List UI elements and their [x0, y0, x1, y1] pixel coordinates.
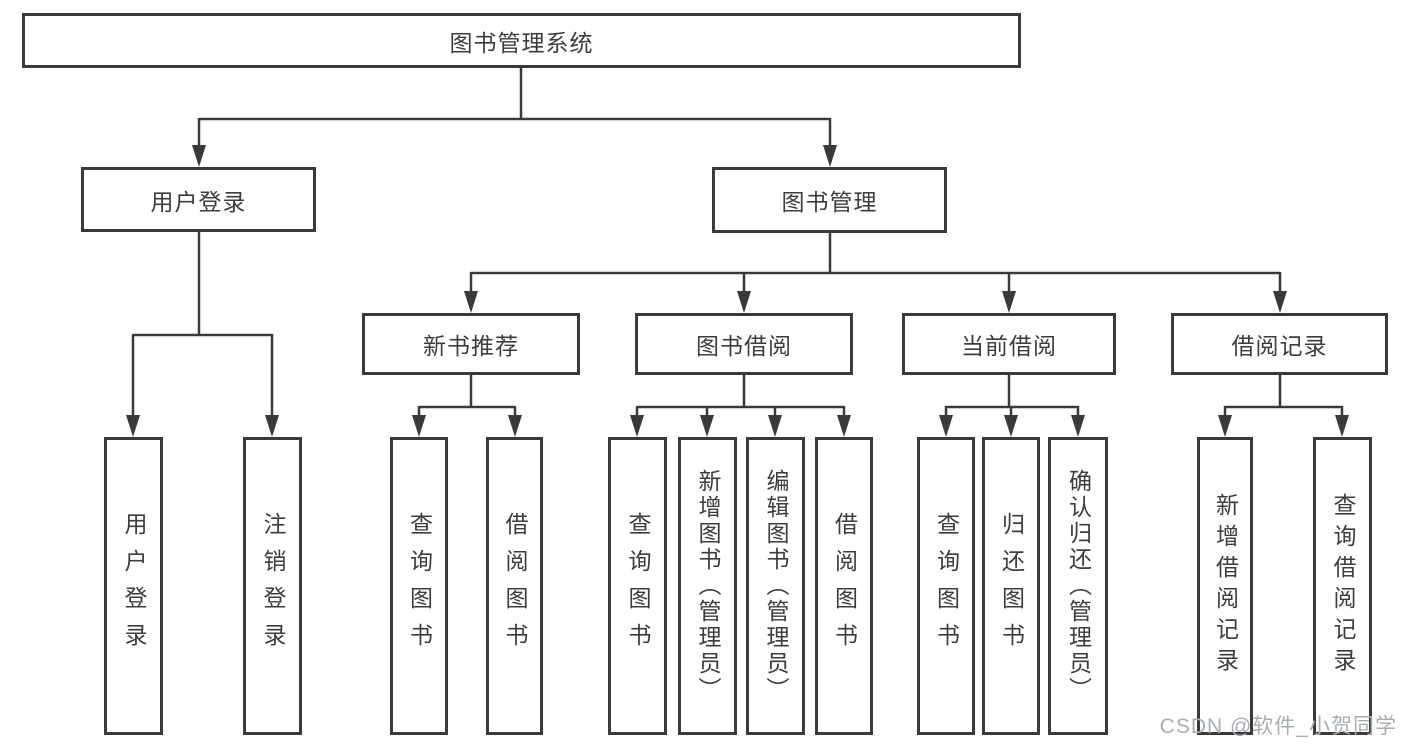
leaf-return-books: 归还图书 — [982, 437, 1040, 735]
leaf-query-books-current: 查询图书 — [917, 437, 975, 735]
leaf-add-borrow-record-label: 新增借阅记录 — [1212, 493, 1239, 679]
node-user-login-label: 用户登录 — [150, 188, 247, 215]
leaf-confirm-return-admin-label: 确认归还（管理员） — [1065, 469, 1092, 703]
leaf-return-books-label: 归还图书 — [998, 512, 1025, 660]
leaf-add-books-admin: 新增图书（管理员） — [678, 437, 737, 735]
node-user-login: 用户登录 — [81, 167, 316, 232]
node-book-management-label: 图书管理 — [781, 189, 878, 215]
leaf-query-books-borrowing-label: 查询图书 — [625, 512, 651, 660]
node-new-book-recommendation: 新书推荐 — [362, 313, 580, 375]
leaf-query-books-borrowing: 查询图书 — [608, 437, 667, 735]
leaf-confirm-return-admin: 确认归还（管理员） — [1048, 437, 1108, 735]
leaf-user-login: 用户登录 — [104, 437, 163, 735]
leaf-query-books-recommend: 查询图书 — [390, 437, 448, 735]
leaf-edit-books-admin: 编辑图书（管理员） — [746, 437, 805, 735]
leaf-borrow-books-label: 借阅图书 — [831, 512, 858, 660]
node-current-borrowing: 当前借阅 — [902, 313, 1116, 375]
node-current-borrowing-label: 当前借阅 — [961, 333, 1057, 359]
node-root-label: 图书管理系统 — [449, 29, 594, 56]
leaf-logout-label: 注销登录 — [260, 512, 286, 660]
csdn-watermark: CSDN @软件_小贺同学 — [1159, 715, 1397, 738]
leaf-logout: 注销登录 — [243, 437, 302, 735]
leaf-user-login-label: 用户登录 — [121, 512, 147, 660]
node-book-management: 图书管理 — [712, 167, 947, 233]
leaf-borrow-books: 借阅图书 — [815, 437, 873, 735]
node-book-borrowing-label: 图书借阅 — [696, 333, 792, 359]
node-borrowing-records: 借阅记录 — [1171, 313, 1388, 375]
leaf-add-borrow-record: 新增借阅记录 — [1197, 437, 1253, 735]
node-borrowing-records-label: 借阅记录 — [1231, 333, 1328, 359]
leaf-query-books-recommend-label: 查询图书 — [406, 512, 433, 660]
leaf-borrow-books-recommend: 借阅图书 — [486, 437, 543, 735]
leaf-borrow-books-recommend-label: 借阅图书 — [502, 512, 528, 660]
leaf-edit-books-admin-label: 编辑图书（管理员） — [763, 469, 789, 703]
leaf-query-books-current-label: 查询图书 — [933, 512, 960, 660]
node-root: 图书管理系统 — [22, 13, 1021, 68]
leaf-add-books-admin-label: 新增图书（管理员） — [695, 469, 721, 703]
leaf-query-borrow-record-label: 查询借阅记录 — [1330, 493, 1356, 679]
leaf-query-borrow-record: 查询借阅记录 — [1313, 437, 1372, 735]
node-book-borrowing: 图书借阅 — [635, 313, 853, 375]
node-new-book-recommendation-label: 新书推荐 — [423, 333, 519, 359]
